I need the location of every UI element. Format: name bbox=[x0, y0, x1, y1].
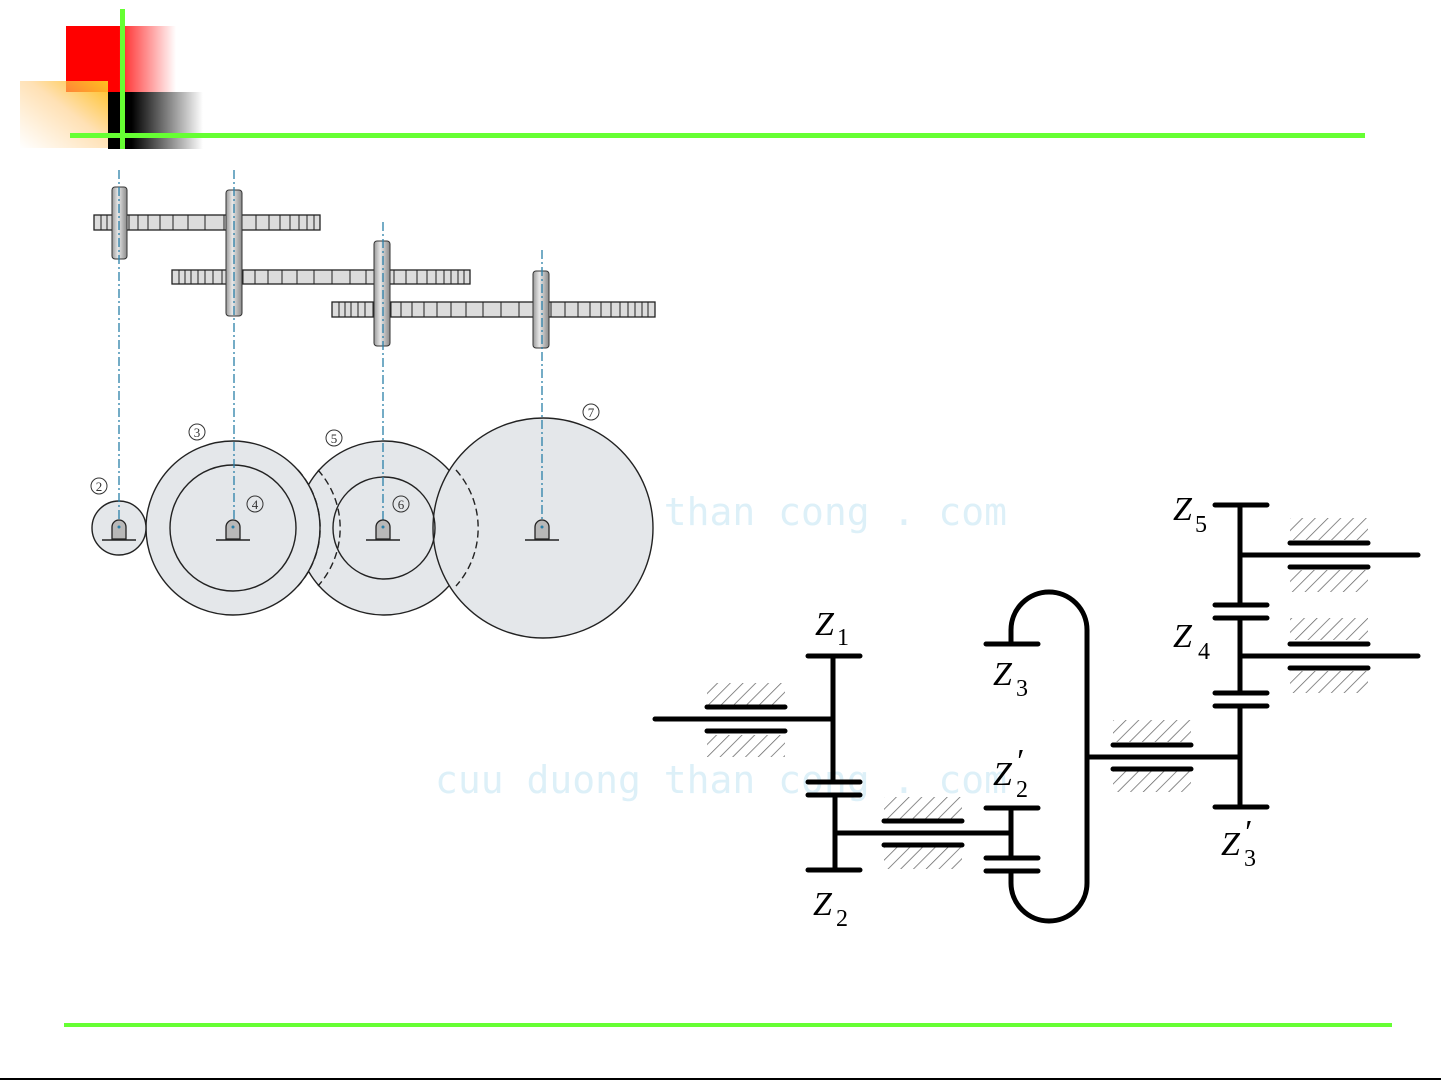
shaft-center-dot bbox=[382, 526, 385, 529]
svg-text:Z: Z bbox=[1173, 618, 1193, 655]
gear-label-7: 7 bbox=[583, 404, 599, 420]
shaft-center-dot bbox=[118, 526, 121, 529]
svg-text:Z: Z bbox=[993, 756, 1013, 793]
gear-rack-1 bbox=[94, 215, 320, 230]
gear-label-2: 2 bbox=[91, 478, 107, 494]
svg-text:7: 7 bbox=[588, 405, 595, 420]
label-z4: Z 4 bbox=[1173, 618, 1210, 665]
svg-text:Z: Z bbox=[1221, 826, 1241, 863]
svg-text:Z: Z bbox=[813, 886, 833, 923]
svg-text:3: 3 bbox=[1016, 676, 1028, 702]
shaft-7 bbox=[533, 271, 549, 348]
svg-text:Z: Z bbox=[993, 656, 1013, 693]
svg-text:2: 2 bbox=[836, 906, 848, 932]
svg-text:5: 5 bbox=[331, 431, 338, 446]
shaft-5-6 bbox=[374, 241, 390, 346]
svg-text:6: 6 bbox=[398, 497, 405, 512]
svg-text:4: 4 bbox=[252, 497, 259, 512]
gear-train-figure: 2 3 4 5 6 7 bbox=[91, 170, 655, 638]
label-z3: Z 3 bbox=[993, 656, 1028, 702]
svg-text:5: 5 bbox=[1195, 512, 1207, 538]
svg-text:2: 2 bbox=[1016, 777, 1028, 803]
label-z3-prime: Z 3 ′ bbox=[1221, 814, 1256, 872]
shaft-center-dot bbox=[232, 526, 235, 529]
gearbox-schematic bbox=[655, 505, 1418, 921]
label-z1: Z 1 bbox=[815, 606, 849, 651]
svg-text:Z: Z bbox=[815, 606, 835, 643]
gear-label-3: 3 bbox=[189, 424, 205, 440]
gear-labels: Z 1 Z 2 Z 3 Z 2 ′ Z 5 Z 4 Z 3 ′ bbox=[813, 491, 1256, 932]
svg-text:1: 1 bbox=[837, 625, 849, 651]
pedestal-icon bbox=[226, 520, 240, 539]
label-z5: Z 5 bbox=[1173, 491, 1207, 538]
shafts bbox=[112, 187, 549, 348]
pedestal-icon bbox=[535, 520, 549, 539]
gear-rack-2 bbox=[172, 270, 470, 284]
gear-label-5: 5 bbox=[326, 430, 342, 446]
shaft-center-dot bbox=[541, 526, 544, 529]
svg-text:′: ′ bbox=[1243, 814, 1251, 851]
svg-text:Z: Z bbox=[1173, 491, 1193, 528]
label-z2: Z 2 bbox=[813, 886, 848, 932]
svg-text:2: 2 bbox=[96, 479, 103, 494]
svg-text:3: 3 bbox=[194, 425, 201, 440]
pedestal-icon bbox=[376, 520, 390, 539]
svg-text:′: ′ bbox=[1015, 743, 1023, 780]
svg-text:4: 4 bbox=[1198, 639, 1210, 665]
pedestal-icon bbox=[112, 520, 126, 539]
watermark-text: cuu duong than cong . com bbox=[435, 758, 1007, 802]
